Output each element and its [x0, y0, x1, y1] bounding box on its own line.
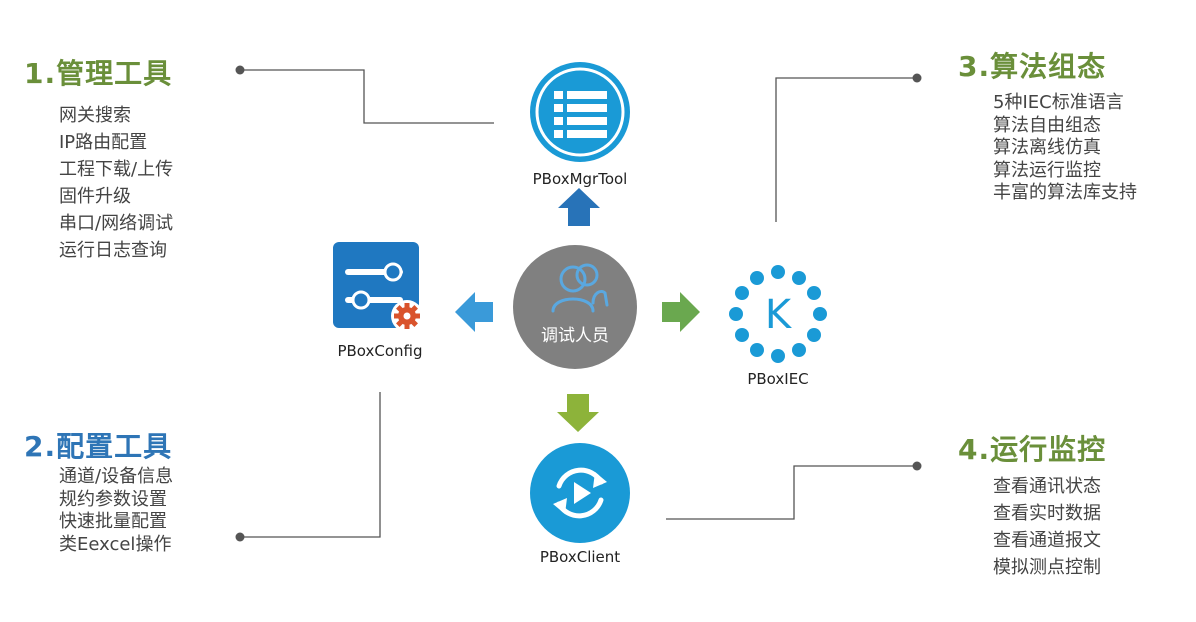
connector-config [235, 392, 381, 542]
iec-node: K [728, 264, 828, 364]
arrow-up-icon [558, 188, 600, 226]
list-item: 查看通讯状态 [993, 476, 1101, 497]
algorithm-title: 3.算法组态 [958, 50, 1107, 83]
management-items: 网关搜索 IP路由配置 工程下载/上传 固件升级 串口/网络调试 运行日志查询 [59, 102, 173, 264]
config-items: 通道/设备信息 规约参数设置 快速批量配置 类Eexcel操作 [59, 466, 173, 556]
list-item: IP路由配置 [59, 132, 148, 153]
list-item: 固件升级 [59, 186, 131, 207]
list-icon [530, 62, 630, 162]
list-item: 算法自由组态 [993, 114, 1101, 136]
list-item: 查看实时数据 [993, 503, 1101, 524]
list-item: 丰富的算法库支持 [993, 182, 1137, 203]
list-item: 快速批量配置 [59, 511, 167, 532]
mgrtool-label: PBoxMgrTool [532, 170, 628, 188]
connector-management [235, 65, 494, 124]
config-node [333, 242, 425, 334]
mgrtool-node [528, 60, 632, 164]
svg-text:K: K [765, 292, 793, 338]
list-item: 串口/网络调试 [59, 213, 174, 234]
list-item: 运行日志查询 [59, 240, 167, 261]
arrow-down-icon [557, 394, 599, 432]
list-item: 模拟测点控制 [993, 557, 1101, 578]
center-node: 调试人员 [513, 245, 637, 369]
list-item: 通道/设备信息 [59, 466, 174, 487]
k-dots-icon: K [729, 265, 827, 363]
list-item: 算法离线仿真 [993, 137, 1101, 158]
list-item: 规约参数设置 [59, 488, 167, 510]
monitor-items: 查看通讯状态 查看实时数据 查看通道报文 模拟测点控制 [993, 473, 1101, 581]
config-label: PBoxConfig [337, 342, 423, 360]
iec-label: PBoxIEC [747, 370, 809, 388]
config-title: 2.配置工具 [24, 430, 173, 463]
list-item: 工程下载/上传 [59, 159, 174, 180]
list-item: 类Eexcel操作 [59, 533, 172, 555]
center-label: 调试人员 [541, 326, 609, 346]
algorithm-items: 5种IEC标准语言 算法自由组态 算法离线仿真 算法运行监控 丰富的算法库支持 [993, 92, 1137, 205]
sync-play-icon [530, 443, 630, 543]
sliders-gear-icon [333, 242, 423, 332]
client-label: PBoxClient [539, 548, 621, 566]
users-icon [513, 245, 637, 369]
monitor-title: 4.运行监控 [958, 433, 1107, 466]
client-node [529, 442, 631, 544]
arrow-left-icon [455, 292, 493, 332]
management-title: 1.管理工具 [24, 57, 173, 90]
arrow-right-icon [662, 292, 700, 332]
list-item: 查看通道报文 [993, 530, 1101, 551]
list-item: 5种IEC标准语言 [993, 92, 1124, 113]
list-item: 算法运行监控 [993, 159, 1101, 181]
connector-monitor [666, 461, 922, 520]
connector-algorithm [775, 73, 922, 222]
list-item: 网关搜索 [59, 105, 131, 126]
